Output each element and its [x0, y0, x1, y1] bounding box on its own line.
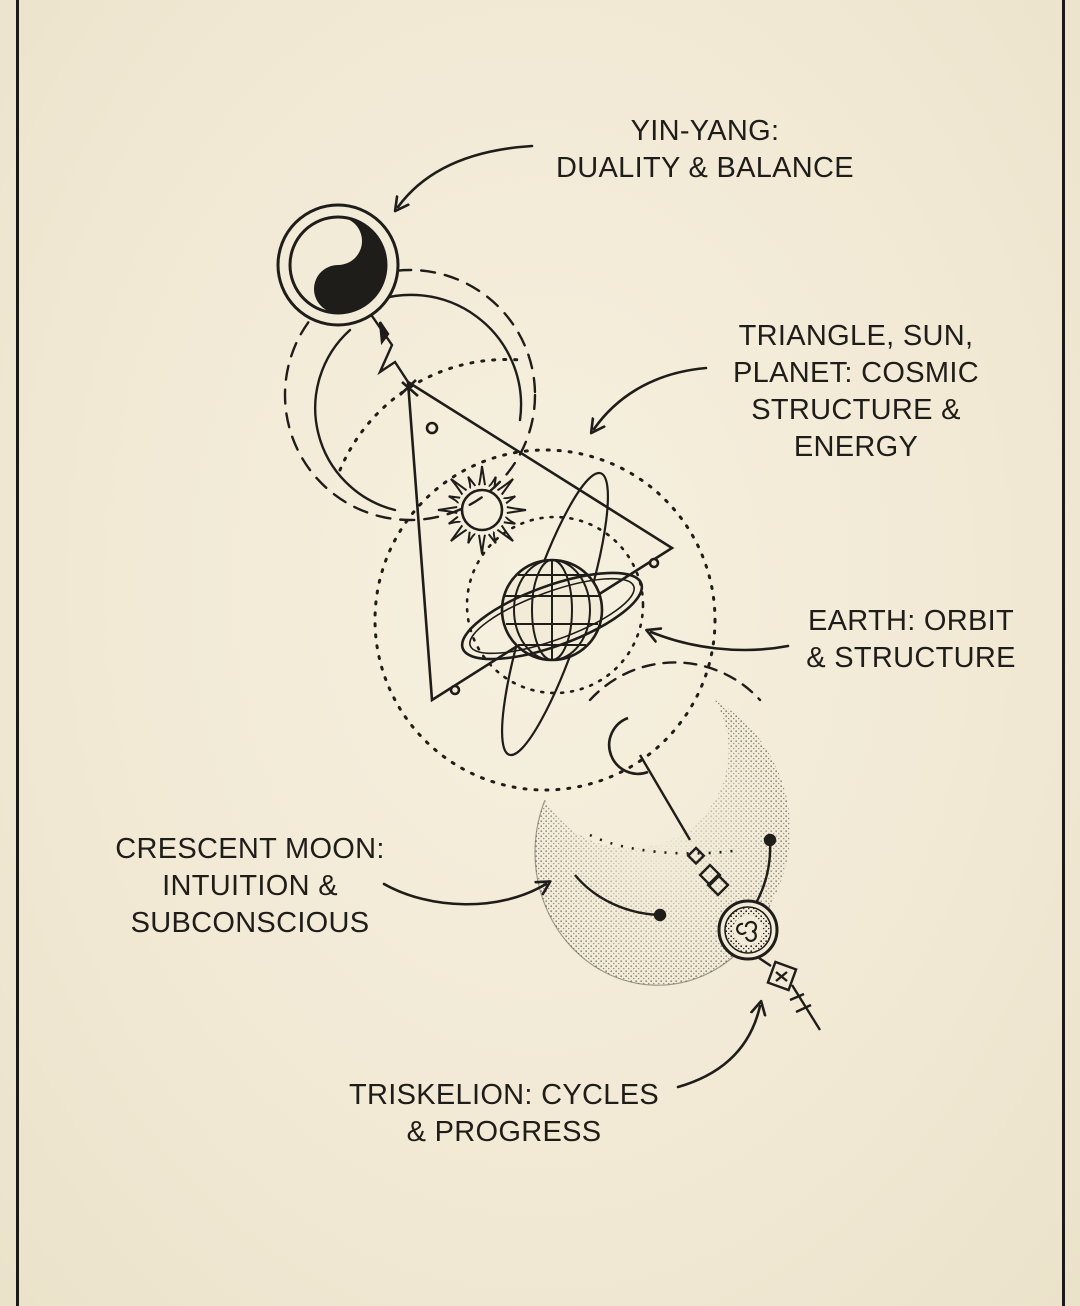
sun-icon	[437, 465, 527, 555]
sun-ray	[437, 506, 458, 514]
dotted-circle-planet	[465, 515, 645, 695]
label-triskelion-line1: TRISKELION: CYCLES	[349, 1079, 659, 1111]
sun-ray	[478, 534, 486, 555]
label-earth-line2: & STRUCTURE	[806, 642, 1016, 674]
guide-circles	[283, 268, 762, 792]
arrow-icon	[382, 884, 546, 906]
sun-ray	[448, 495, 461, 504]
arrow-icon	[651, 632, 790, 652]
arrow-icon	[676, 1006, 760, 1089]
dashed-arc-lower	[588, 661, 762, 702]
triskelion-icon	[717, 899, 822, 1031]
label-crescent-moon: CRESCENT MOON: INTUITION & SUBCONSCIOUS	[100, 831, 400, 942]
label-earth: EARTH: ORBIT & STRUCTURE	[796, 603, 1026, 677]
label-triangle-line4: ENERGY	[793, 431, 919, 463]
label-triangle-line3: STRUCTURE &	[751, 394, 961, 426]
sun-ray	[487, 530, 497, 544]
connector-stem	[371, 315, 412, 386]
right-border-line	[1062, 0, 1065, 1306]
label-moon-line3: SUBCONSCIOUS	[130, 907, 370, 939]
label-triskelion: TRISKELION: CYCLES & PROGRESS	[334, 1077, 674, 1151]
yin-yang-icon	[276, 203, 400, 327]
label-moon-line2: INTUITION &	[162, 870, 338, 902]
arrow-icon	[398, 144, 534, 207]
label-triangle-line1: TRIANGLE, SUN,	[738, 320, 974, 352]
label-triskelion-line2: & PROGRESS	[406, 1116, 602, 1148]
callout-arrows	[382, 144, 790, 1089]
arrow-icon	[594, 366, 708, 429]
solid-arc-upper	[314, 328, 397, 512]
sun-ray	[488, 476, 497, 489]
sun-ray	[467, 476, 477, 490]
sun-ray	[450, 524, 468, 542]
sun-ray	[478, 465, 486, 486]
sun-ray	[467, 531, 476, 544]
planet-icon	[460, 471, 644, 757]
label-triangle-line2: PLANET: COSMIC	[733, 357, 979, 389]
dotted-arc-upper	[338, 357, 522, 472]
sun-ray	[450, 478, 468, 496]
label-yin-yang-line1: YIN-YANG:	[630, 115, 780, 147]
sun-ray	[502, 495, 516, 505]
label-yin-yang: YIN-YANG: DUALITY & BALANCE	[540, 113, 870, 187]
sun-ray	[448, 515, 462, 525]
label-earth-line1: EARTH: ORBIT	[807, 605, 1015, 637]
sun-ray	[496, 478, 514, 496]
sun-ray	[496, 524, 514, 542]
sun-ray	[503, 516, 516, 525]
label-triangle: TRIANGLE, SUN, PLANET: COSMIC STRUCTURE …	[716, 318, 996, 466]
dashed-circle-upper	[283, 268, 537, 522]
dotted-circle-earth	[373, 448, 717, 792]
label-moon-line1: CRESCENT MOON:	[115, 833, 385, 865]
left-border-line	[16, 0, 19, 1306]
solid-arc-upper-right	[363, 293, 523, 422]
label-yin-yang-line2: DUALITY & BALANCE	[556, 152, 854, 184]
sun-ray	[506, 506, 527, 514]
